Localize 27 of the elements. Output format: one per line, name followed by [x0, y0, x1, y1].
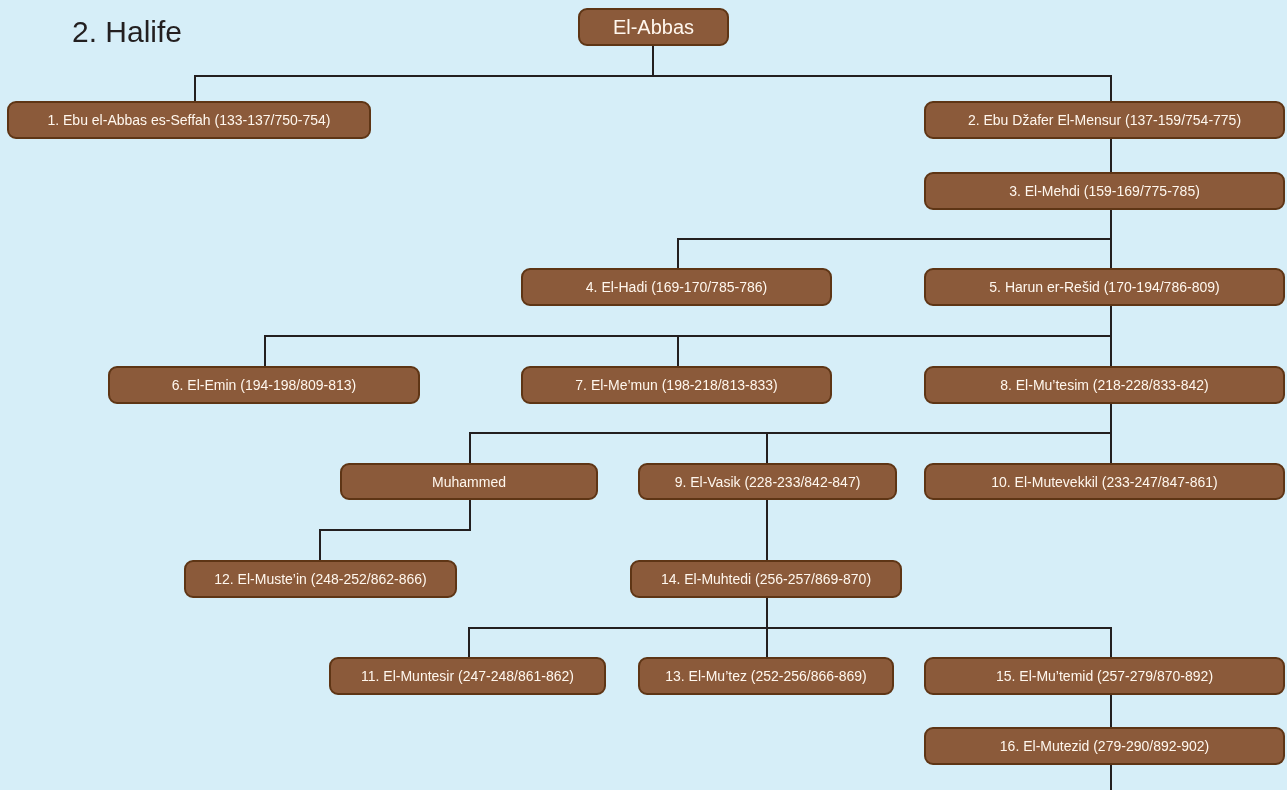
name-box: 15. El-Mu’temid (257-279/870-892)	[924, 657, 1285, 695]
connector-line	[1110, 403, 1112, 464]
name-box: 1. Ebu el-Abbas es-Seffah (133-137/750-754)	[7, 101, 371, 139]
name-box: 12. El-Muste’in (248-252/862-866)	[184, 560, 457, 598]
name-box: 10. El-Mutevekkil (233-247/847-861)	[924, 463, 1285, 500]
name-box: 8. El-Mu’tesim (218-228/833-842)	[924, 366, 1285, 404]
name-box: 9. El-Vasik (228-233/842-847)	[638, 463, 897, 500]
connector-line	[1110, 138, 1112, 173]
title: 2. Halife	[72, 14, 183, 50]
name-box: 4. El-Hadi (169-170/785-786)	[521, 268, 832, 306]
name-box: 14. El-Muhtedi (256-257/869-870)	[630, 560, 902, 598]
connector-line	[319, 499, 471, 561]
name-box: 16. El-Mutezid (279-290/892-902)	[924, 727, 1285, 765]
name-box: 13. El-Mu’tez (252-256/866-869)	[638, 657, 894, 695]
name-box: Muhammed	[340, 463, 598, 500]
name-box: 5. Harun er-Rešid (170-194/786-809)	[924, 268, 1285, 306]
connector-line	[1110, 694, 1112, 728]
connector-line	[766, 499, 768, 561]
connector-line	[1110, 305, 1112, 367]
name-box: 2. Ebu Džafer El-Mensur (137-159/754-775)	[924, 101, 1285, 139]
name-box: El-Abbas	[578, 8, 729, 46]
name-box: 11. El-Muntesir (247-248/861-862)	[329, 657, 606, 695]
name-box: 7. El-Me’mun (198-218/813-833)	[521, 366, 832, 404]
name-box: 6. El-Emin (194-198/809-813)	[108, 366, 420, 404]
connector-line	[1110, 764, 1112, 790]
connector-line	[1110, 209, 1112, 269]
name-box: 3. El-Mehdi (159-169/775-785)	[924, 172, 1285, 210]
